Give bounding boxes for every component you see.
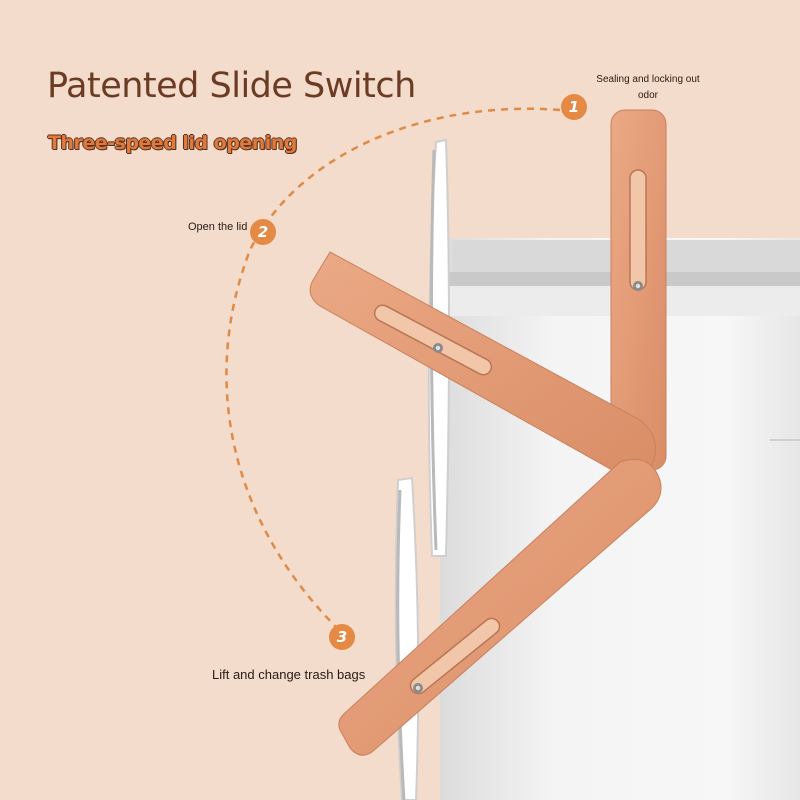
- slide-switch-position-3: [338, 458, 662, 756]
- step-2-label: Open the lid: [188, 221, 248, 233]
- step-3-badge: 3: [329, 624, 355, 650]
- page-subtitle: Three-speed lid opening: [48, 132, 297, 154]
- step-3-label: Lift and change trash bags: [212, 667, 366, 682]
- page-title: Patented Slide Switch: [47, 66, 416, 106]
- motion-path: [225, 107, 561, 629]
- step-1-label: Sealing and locking out odor: [596, 74, 700, 101]
- step-2-badge: 2: [250, 219, 276, 245]
- slide-switch-position-2: [309, 251, 657, 481]
- step-1-badge: 1: [561, 94, 587, 120]
